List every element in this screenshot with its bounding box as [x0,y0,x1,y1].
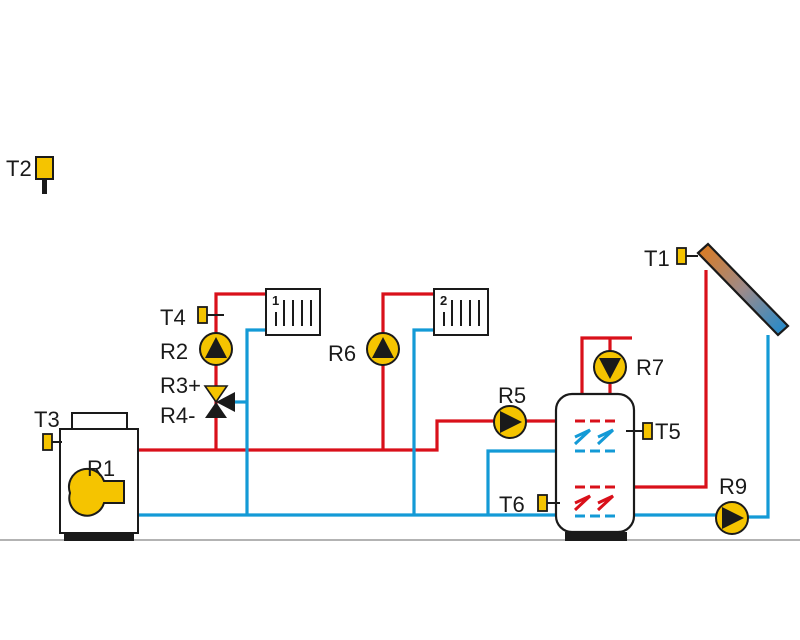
storage-tank [554,392,636,541]
solar-collector [696,242,790,337]
label-r3: R3+ [160,373,201,398]
label-r9: R9 [719,474,747,499]
label-r2: R2 [160,339,188,364]
radiator-2-number: 2 [440,293,447,308]
label-t2: T2 [6,156,32,181]
label-t6: T6 [499,492,525,517]
label-r6: R6 [328,341,356,366]
pump-r9 [715,501,749,535]
sensor-t1 [676,247,698,265]
pump-r5 [493,405,527,439]
radiator-1-number: 1 [272,293,279,308]
mixing-valve-r3-r4 [203,385,235,418]
pump-r2 [199,332,233,366]
label-t5: T5 [655,419,681,444]
label-t3: T3 [34,407,60,432]
pump-r7 [593,350,627,384]
cold-pipes [138,328,770,519]
radiator-2 [433,288,489,336]
sensor-t5 [626,422,653,440]
sensor-t3 [42,433,62,451]
label-r1: R1 [87,456,115,481]
label-r7: R7 [636,355,664,380]
burner-icon [67,468,125,517]
label-r5: R5 [498,383,526,408]
sensor-t4 [197,306,224,324]
sensor-t2 [35,156,54,194]
label-r4: R4- [160,403,195,428]
label-t4: T4 [160,305,186,330]
boiler [59,412,139,541]
pump-r6 [366,332,400,366]
sensor-t6 [537,494,560,512]
label-t1: T1 [644,246,670,271]
radiator-1 [265,288,321,336]
